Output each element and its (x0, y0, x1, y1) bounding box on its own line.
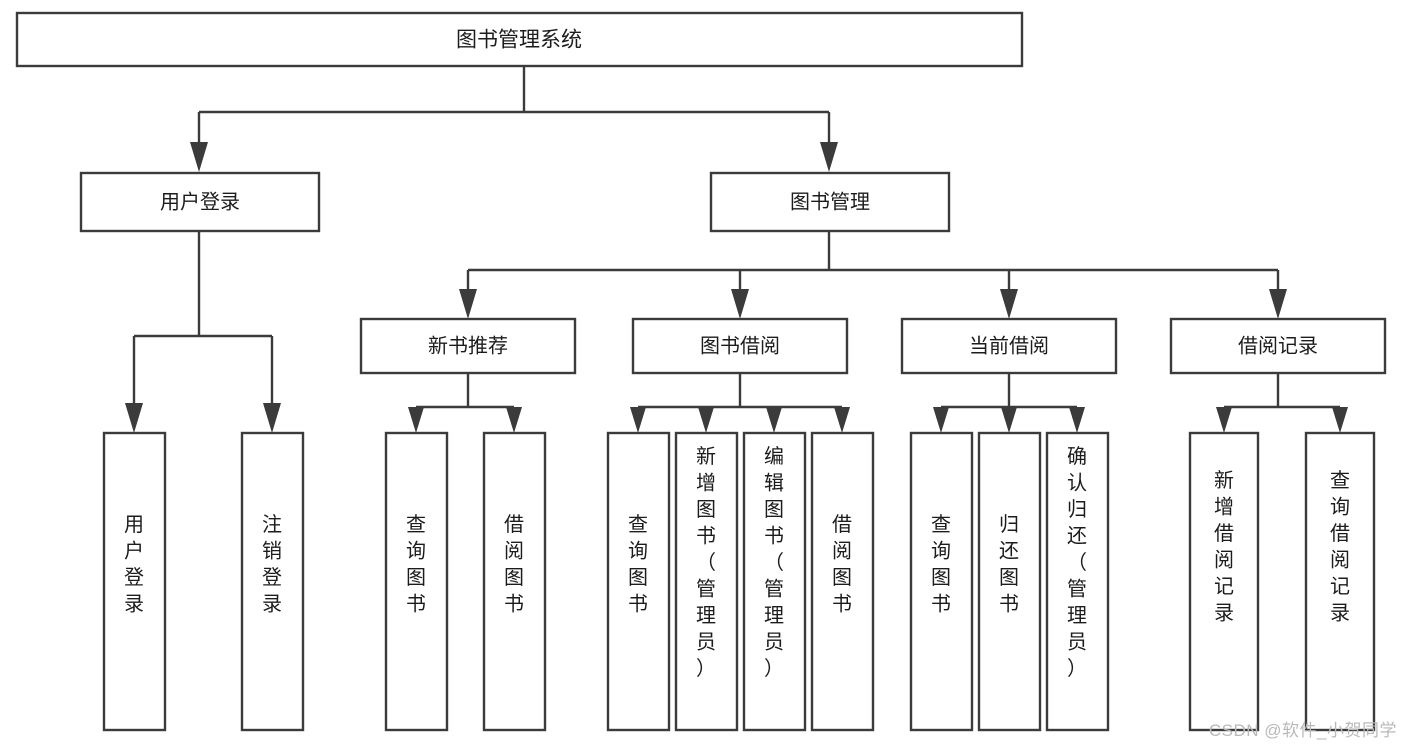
node-book-borrow-label: 图书借阅 (700, 334, 780, 357)
arrow-head-leaf-borrow-book-1 (506, 407, 522, 433)
node-book-manage-box[interactable] (709, 171, 951, 233)
arrow-head-leaf-query-book-3 (933, 407, 949, 433)
node-user-login[interactable]: 用户登录 (79, 171, 321, 233)
node-leaf-query-book-3-box[interactable] (909, 431, 974, 732)
node-root[interactable]: 图书管理系统 (15, 11, 1024, 68)
node-leaf-query-book-1[interactable]: 查询图书 (384, 431, 449, 732)
node-root-box[interactable] (15, 11, 1024, 68)
arrow-head-leaf-add-record (1216, 407, 1232, 433)
node-new-book-recommend[interactable]: 新书推荐 (359, 317, 577, 375)
node-leaf-add-record-label: 新增借阅记录 (1214, 469, 1234, 625)
node-leaf-borrow-book-2[interactable]: 借阅图书 (810, 431, 875, 732)
node-book-borrow[interactable]: 图书借阅 (631, 317, 849, 375)
node-borrow-record[interactable]: 借阅记录 (1169, 317, 1387, 375)
node-book-manage-label: 图书管理 (790, 190, 870, 213)
arrow-head-leaf-return-book (1001, 407, 1017, 433)
node-leaf-edit-book-box[interactable] (742, 431, 807, 732)
node-book-borrow-box[interactable] (631, 317, 849, 375)
node-leaf-logout-login-box[interactable] (240, 431, 305, 732)
node-leaf-query-book-2-box[interactable] (606, 431, 671, 732)
node-leaf-query-record[interactable]: 查询借阅记录 (1304, 431, 1376, 732)
arrow-head-leaf-query-book-2 (630, 407, 646, 433)
arrow-head-leaf-query-record (1332, 407, 1348, 433)
node-leaf-edit-book-label: 编辑图书（管理员） (764, 445, 784, 680)
node-leaf-confirm-return-box[interactable] (1045, 431, 1110, 732)
arrow-head-leaf-add-book (698, 407, 714, 433)
node-borrow-record-label: 借阅记录 (1238, 334, 1318, 357)
arrow-head-leaf-user-login (125, 403, 143, 433)
node-leaf-borrow-book-2-label: 借阅图书 (832, 513, 852, 616)
node-leaf-query-book-1-box[interactable] (384, 431, 449, 732)
arrow-head-leaf-logout-login (263, 403, 281, 433)
node-leaf-add-record[interactable]: 新增借阅记录 (1188, 431, 1260, 732)
node-leaf-query-record-label: 查询借阅记录 (1330, 469, 1350, 625)
node-leaf-borrow-book-1[interactable]: 借阅图书 (482, 431, 547, 732)
arrow-head-leaf-borrow-book-2 (834, 407, 850, 433)
node-leaf-return-book-label: 归还图书 (999, 513, 1019, 616)
node-leaf-query-book-1-label: 查询图书 (406, 513, 426, 616)
node-leaf-logout-login[interactable]: 注销登录 (240, 431, 305, 732)
arrow-head-leaf-query-book-1 (408, 407, 424, 433)
node-leaf-user-login-label: 用户登录 (124, 514, 144, 616)
node-leaf-borrow-book-1-box[interactable] (482, 431, 547, 732)
arrow-head-book-manage (820, 142, 838, 172)
node-leaf-return-book-box[interactable] (977, 431, 1042, 732)
node-leaf-add-book-box[interactable] (674, 431, 739, 732)
arrow-head-leaf-confirm-return (1069, 407, 1085, 433)
arrow-head-user-login (190, 142, 208, 172)
node-leaf-confirm-return-label: 确认归还（管理员） (1067, 445, 1087, 680)
node-user-login-label: 用户登录 (160, 190, 240, 213)
node-leaf-user-login[interactable]: 用户登录 (102, 431, 167, 732)
arrow-head-current-borrow (1000, 289, 1018, 319)
arrow-head-borrow-record (1269, 289, 1287, 319)
node-leaf-user-login-box[interactable] (102, 431, 167, 732)
node-leaf-query-record-box[interactable] (1304, 431, 1376, 732)
arrow-head-book-borrow (731, 289, 749, 319)
node-leaf-query-book-2[interactable]: 查询图书 (606, 431, 671, 732)
node-user-login-box[interactable] (79, 171, 321, 233)
node-leaf-logout-login-label: 注销登录 (262, 513, 282, 616)
node-book-manage[interactable]: 图书管理 (709, 171, 951, 233)
node-leaf-query-book-2-label: 查询图书 (628, 513, 648, 616)
node-borrow-record-box[interactable] (1169, 317, 1387, 375)
node-leaf-return-book[interactable]: 归还图书 (977, 431, 1042, 732)
node-new-book-recommend-box[interactable] (359, 317, 577, 375)
node-current-borrow[interactable]: 当前借阅 (900, 317, 1118, 375)
node-leaf-query-book-3[interactable]: 查询图书 (909, 431, 974, 732)
node-leaf-add-book[interactable]: 新增图书（管理员） (674, 431, 739, 732)
node-leaf-borrow-book-2-box[interactable] (810, 431, 875, 732)
node-root-label: 图书管理系统 (456, 29, 582, 52)
node-new-book-recommend-label: 新书推荐 (428, 334, 508, 357)
arrow-head-leaf-edit-book (766, 407, 782, 433)
node-leaf-borrow-book-1-label: 借阅图书 (504, 513, 524, 616)
node-leaf-edit-book[interactable]: 编辑图书（管理员） (742, 431, 807, 732)
node-leaf-query-book-3-label: 查询图书 (931, 513, 951, 616)
node-leaf-add-book-label: 新增图书（管理员） (696, 445, 716, 680)
arrow-head-new-book-recommend (459, 289, 477, 319)
node-current-borrow-box[interactable] (900, 317, 1118, 375)
node-leaf-confirm-return[interactable]: 确认归还（管理员） (1045, 431, 1110, 732)
edge-layer (125, 66, 1348, 433)
node-leaf-add-record-box[interactable] (1188, 431, 1260, 732)
node-current-borrow-label: 当前借阅 (969, 334, 1049, 357)
